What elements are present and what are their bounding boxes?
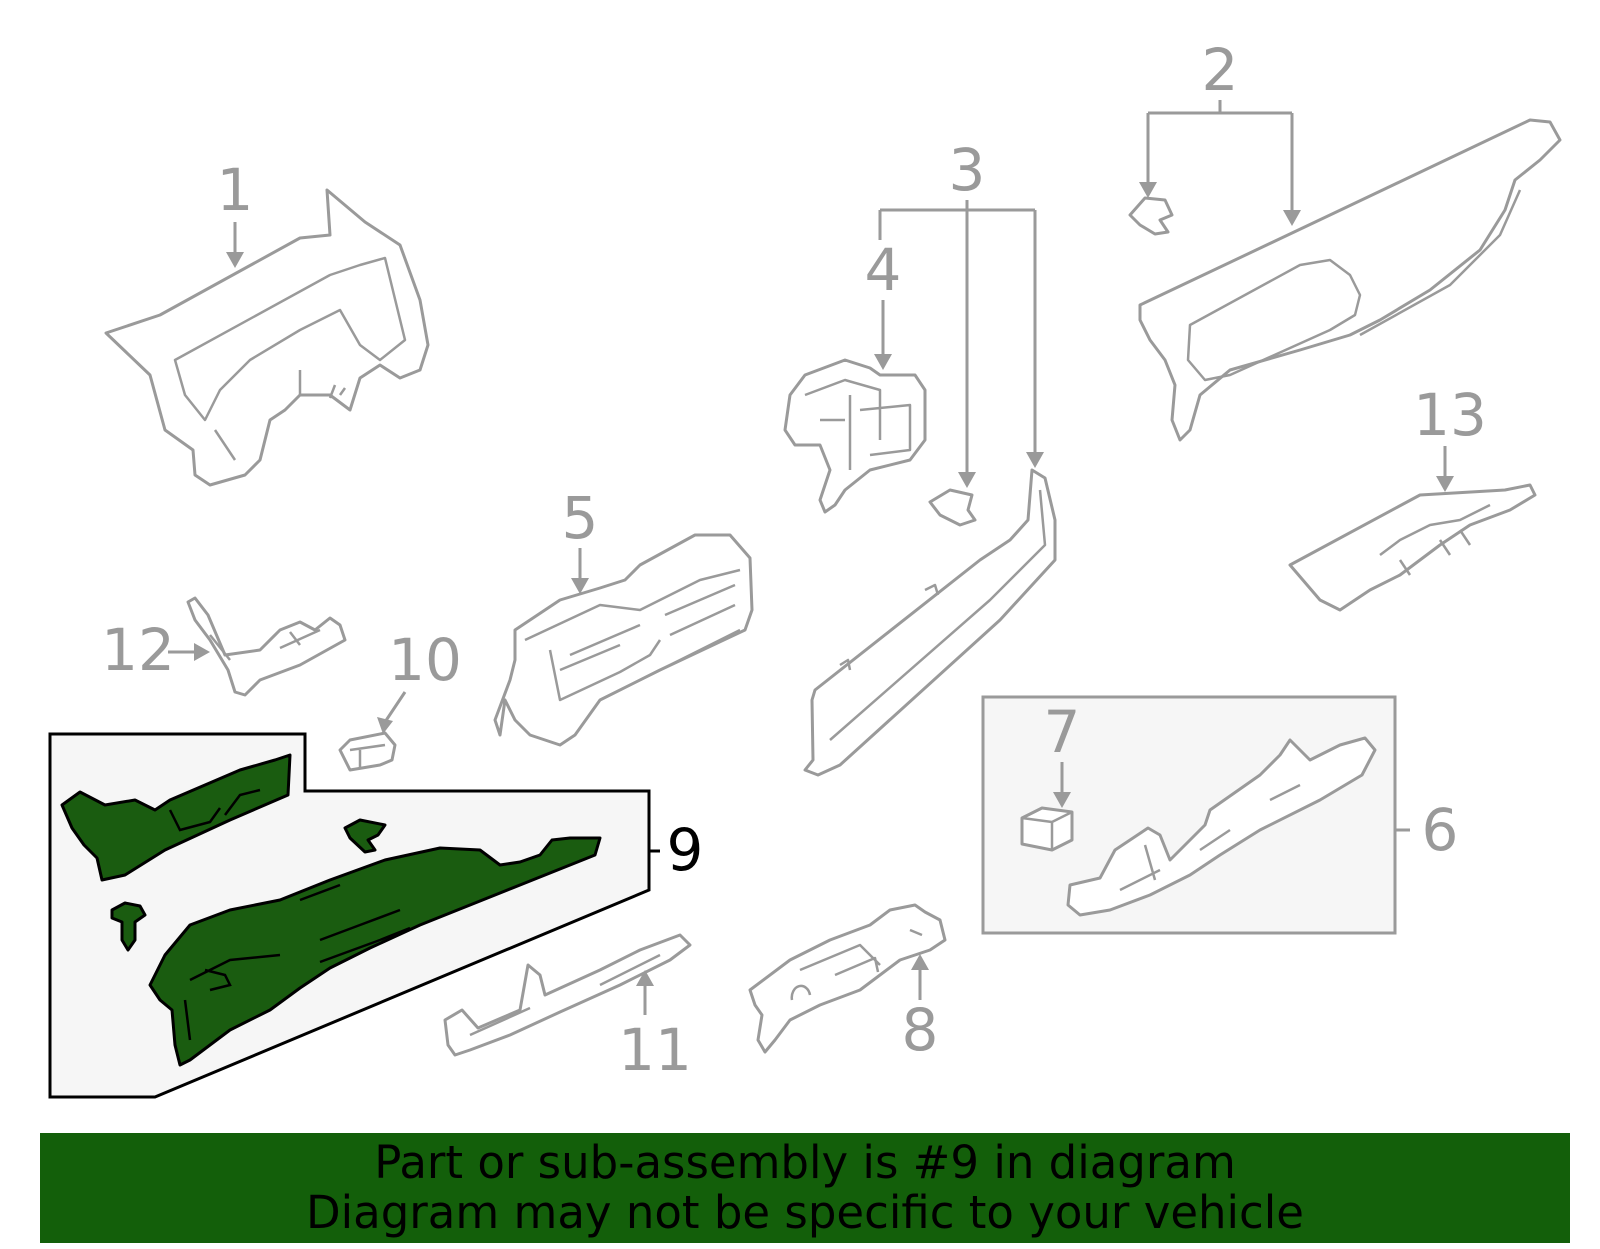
part-7-block [1020,806,1074,852]
callout-3: 3 [949,136,986,204]
leader-13 [1436,446,1454,492]
callout-12: 12 [101,616,175,684]
callout-7: 7 [1044,698,1081,766]
part-9-screw [110,901,147,952]
part-12-bracket [186,596,347,697]
part-3-trim-strip [803,468,1057,777]
leader-11 [636,970,654,1015]
part-9-upper-panel [60,753,292,882]
leader-3 [878,200,1044,488]
part-2-dash-trim [1138,118,1562,442]
info-banner: Part or sub-assembly is #9 in diagram Di… [40,1133,1570,1243]
part-11-lower-trim [443,933,692,1057]
part-1-cluster-hood [104,188,430,487]
callout-8: 8 [902,996,939,1064]
leader-7 [1053,762,1071,808]
callout-13: 13 [1413,381,1487,449]
part-8-switch-panel [748,903,947,1054]
callout-1: 1 [217,156,254,224]
callout-9: 9 [667,816,704,884]
part-2-clip [1128,196,1174,236]
leader-12 [168,643,210,661]
part-9-highlighted [60,753,602,1067]
callout-10: 10 [388,626,462,694]
banner-line-2: Diagram may not be specific to your vehi… [306,1186,1304,1239]
leader-4 [874,300,892,370]
part-13-panel [1288,483,1537,612]
part-9-main-panel [148,836,602,1067]
part-3-clip [928,488,977,527]
leader-5 [571,548,589,594]
part-6-glovebox-trim [1066,736,1377,917]
leader-10 [377,691,407,734]
part-4-air-vent [783,358,927,514]
callout-5: 5 [562,484,599,552]
callout-4: 4 [865,236,902,304]
banner-line-1: Part or sub-assembly is #9 in diagram [374,1136,1236,1189]
part-10-clip [338,731,397,772]
leader-2 [1139,100,1301,226]
callout-6: 6 [1422,796,1459,864]
callout-2: 2 [1202,36,1239,104]
callout-11: 11 [618,1016,692,1084]
leader-1 [226,222,244,268]
part-5-center-vents [493,533,754,747]
part-9-clip [343,818,387,854]
leader-8 [911,954,929,1000]
